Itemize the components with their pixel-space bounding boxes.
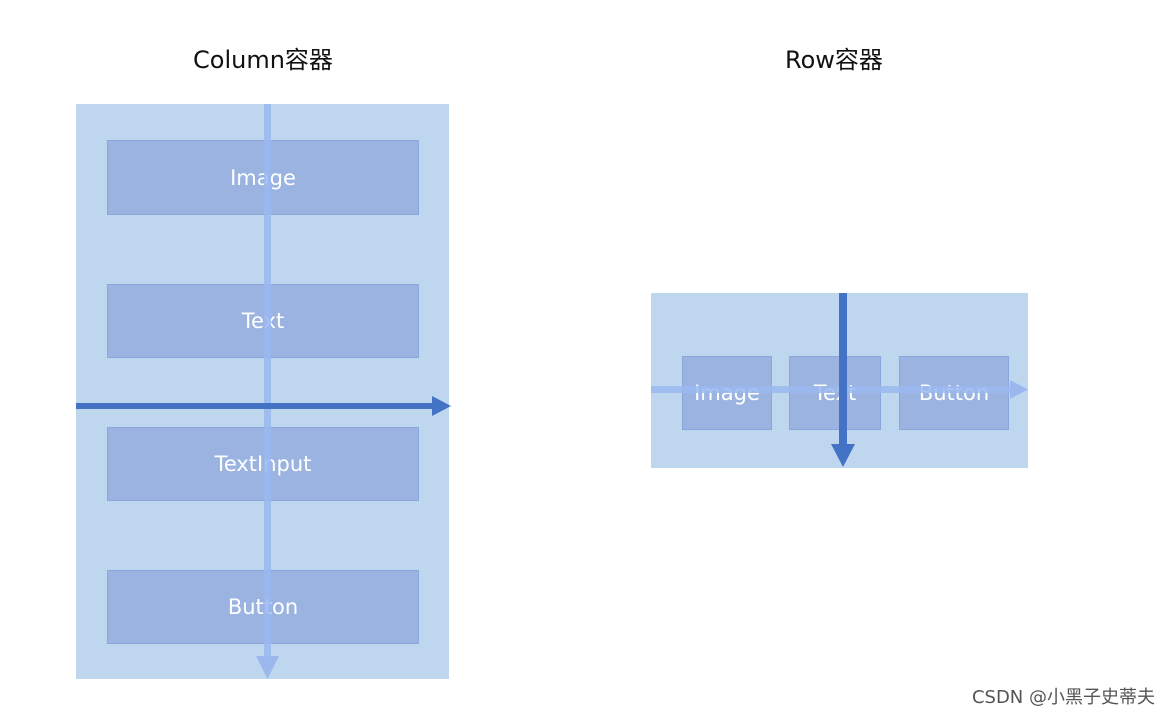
row-diagram-title: Row容器	[785, 46, 883, 74]
column-item-image: Image	[107, 140, 419, 215]
row-item-image: Image	[682, 356, 772, 430]
column-item-textinput: TextInput	[107, 427, 419, 501]
row-item-button: Button	[899, 356, 1009, 430]
watermark: CSDN @小黑子史蒂夫	[971, 687, 1155, 708]
column-item-text: Text	[107, 284, 419, 358]
column-item-button: Button	[107, 570, 419, 644]
row-item-text: Text	[789, 356, 881, 430]
column-diagram-title: Column容器	[193, 46, 333, 74]
